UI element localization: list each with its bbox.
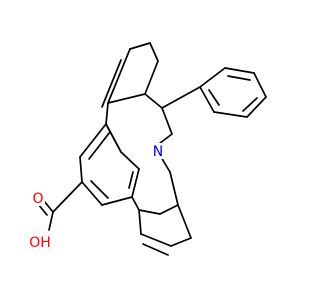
- bond: [199, 86, 215, 113]
- bond: [129, 42, 151, 50]
- bond: [128, 171, 134, 189]
- bond: [208, 89, 220, 106]
- nitrogen-label-bg: [151, 143, 165, 159]
- bond: [161, 86, 201, 109]
- bond: [224, 67, 255, 74]
- bond: [105, 102, 109, 125]
- bond: [131, 168, 140, 198]
- bond: [107, 48, 131, 104]
- bond: [142, 243, 169, 256]
- bond: [159, 204, 179, 215]
- bond: [253, 72, 267, 98]
- bond: [79, 123, 107, 158]
- bond: [227, 75, 251, 81]
- bond: [90, 180, 109, 199]
- bond: [52, 181, 83, 213]
- hydroxyl-label-bg: [30, 232, 54, 248]
- bonds: [37, 42, 267, 256]
- bond: [138, 209, 142, 235]
- bond: [105, 123, 122, 153]
- bond: [120, 151, 140, 170]
- carbonyl-oxygen-label: O: [32, 191, 43, 207]
- bond: [138, 209, 161, 215]
- bond: [101, 196, 133, 206]
- bond: [107, 93, 146, 104]
- bond: [48, 211, 54, 231]
- oxygen-label-bg: [30, 190, 45, 206]
- bond: [246, 96, 267, 118]
- bond: [101, 59, 122, 108]
- bond: [88, 131, 111, 160]
- bond: [170, 237, 192, 247]
- hydroxyl-label: OH: [29, 235, 51, 251]
- nitrogen-atom-label: N: [153, 144, 163, 160]
- bond: [43, 200, 54, 213]
- bond: [161, 107, 173, 135]
- bond: [149, 42, 159, 62]
- atom-labels: N O OH: [29, 143, 165, 251]
- bond: [144, 60, 159, 95]
- bond: [213, 111, 248, 118]
- bond: [81, 181, 103, 206]
- structure-canvas: N O OH: [29, 42, 267, 256]
- bond: [177, 204, 192, 239]
- bond: [242, 97, 258, 112]
- bond: [199, 67, 226, 88]
- bond: [140, 233, 172, 247]
- bond: [144, 93, 163, 109]
- bond: [131, 196, 140, 211]
- bond: [79, 156, 83, 183]
- bond: [169, 171, 179, 206]
- skeletal-formula: N O OH: [29, 42, 267, 256]
